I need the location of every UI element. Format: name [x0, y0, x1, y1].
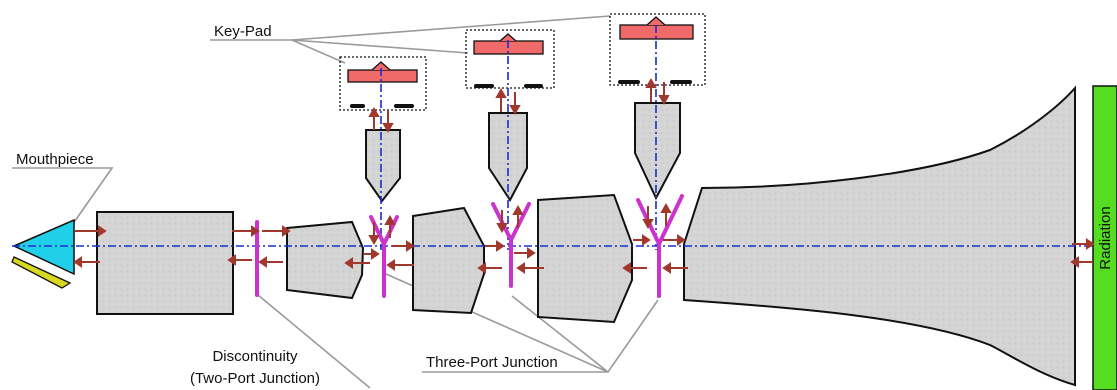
leader-lines: [12, 15, 659, 389]
conical-section-4: [537, 193, 633, 324]
keypad-leader-2: [291, 39, 469, 54]
keypad-leader-1: [210, 39, 346, 64]
left-arrows: [73, 254, 1092, 274]
three-port-junction-2-arm: [509, 202, 531, 242]
junctions: [255, 194, 684, 298]
right-arrows: [75, 225, 1095, 260]
axis-lines: [12, 25, 1092, 250]
cylinder-section-1: [96, 211, 234, 315]
conical-section-3: [412, 206, 485, 315]
tone-holes: [365, 102, 681, 203]
discontinuity-label-line2: (Two-Port Junction): [190, 370, 320, 387]
key-pad-1: [339, 56, 427, 111]
three-port-junction-label: Three-Port Junction: [426, 354, 558, 371]
tone-hole-3: [634, 102, 681, 201]
wave-arrows: [73, 77, 1095, 274]
conical-section-2: [286, 220, 365, 300]
mouthpiece: [11, 218, 75, 289]
vertical-arrows: [368, 77, 672, 246]
tone-hole-1: [365, 129, 401, 203]
keypad-leader-3: [291, 15, 611, 41]
radiation-bar: [1092, 85, 1117, 390]
discontinuity-label-line1: Discontinuity: [212, 348, 298, 365]
mouthpiece-leader: [12, 167, 114, 229]
discontinuity-leader: [257, 294, 371, 389]
tube-sections: [96, 85, 1076, 387]
key-pad-2: [465, 29, 555, 89]
pad-bar: [347, 69, 418, 83]
key-pad-3: [609, 13, 706, 86]
key-pad-label: Key-Pad: [214, 23, 272, 40]
radiation-label: Radiation: [1097, 206, 1114, 269]
mouthpiece-label: Mouthpiece: [16, 151, 94, 168]
reed: [11, 256, 72, 289]
mouthpiece-body: [12, 218, 75, 276]
bell-section: [683, 85, 1076, 387]
three-port-leader-2: [511, 295, 609, 373]
three-port-junction-3-arm: [657, 194, 684, 246]
